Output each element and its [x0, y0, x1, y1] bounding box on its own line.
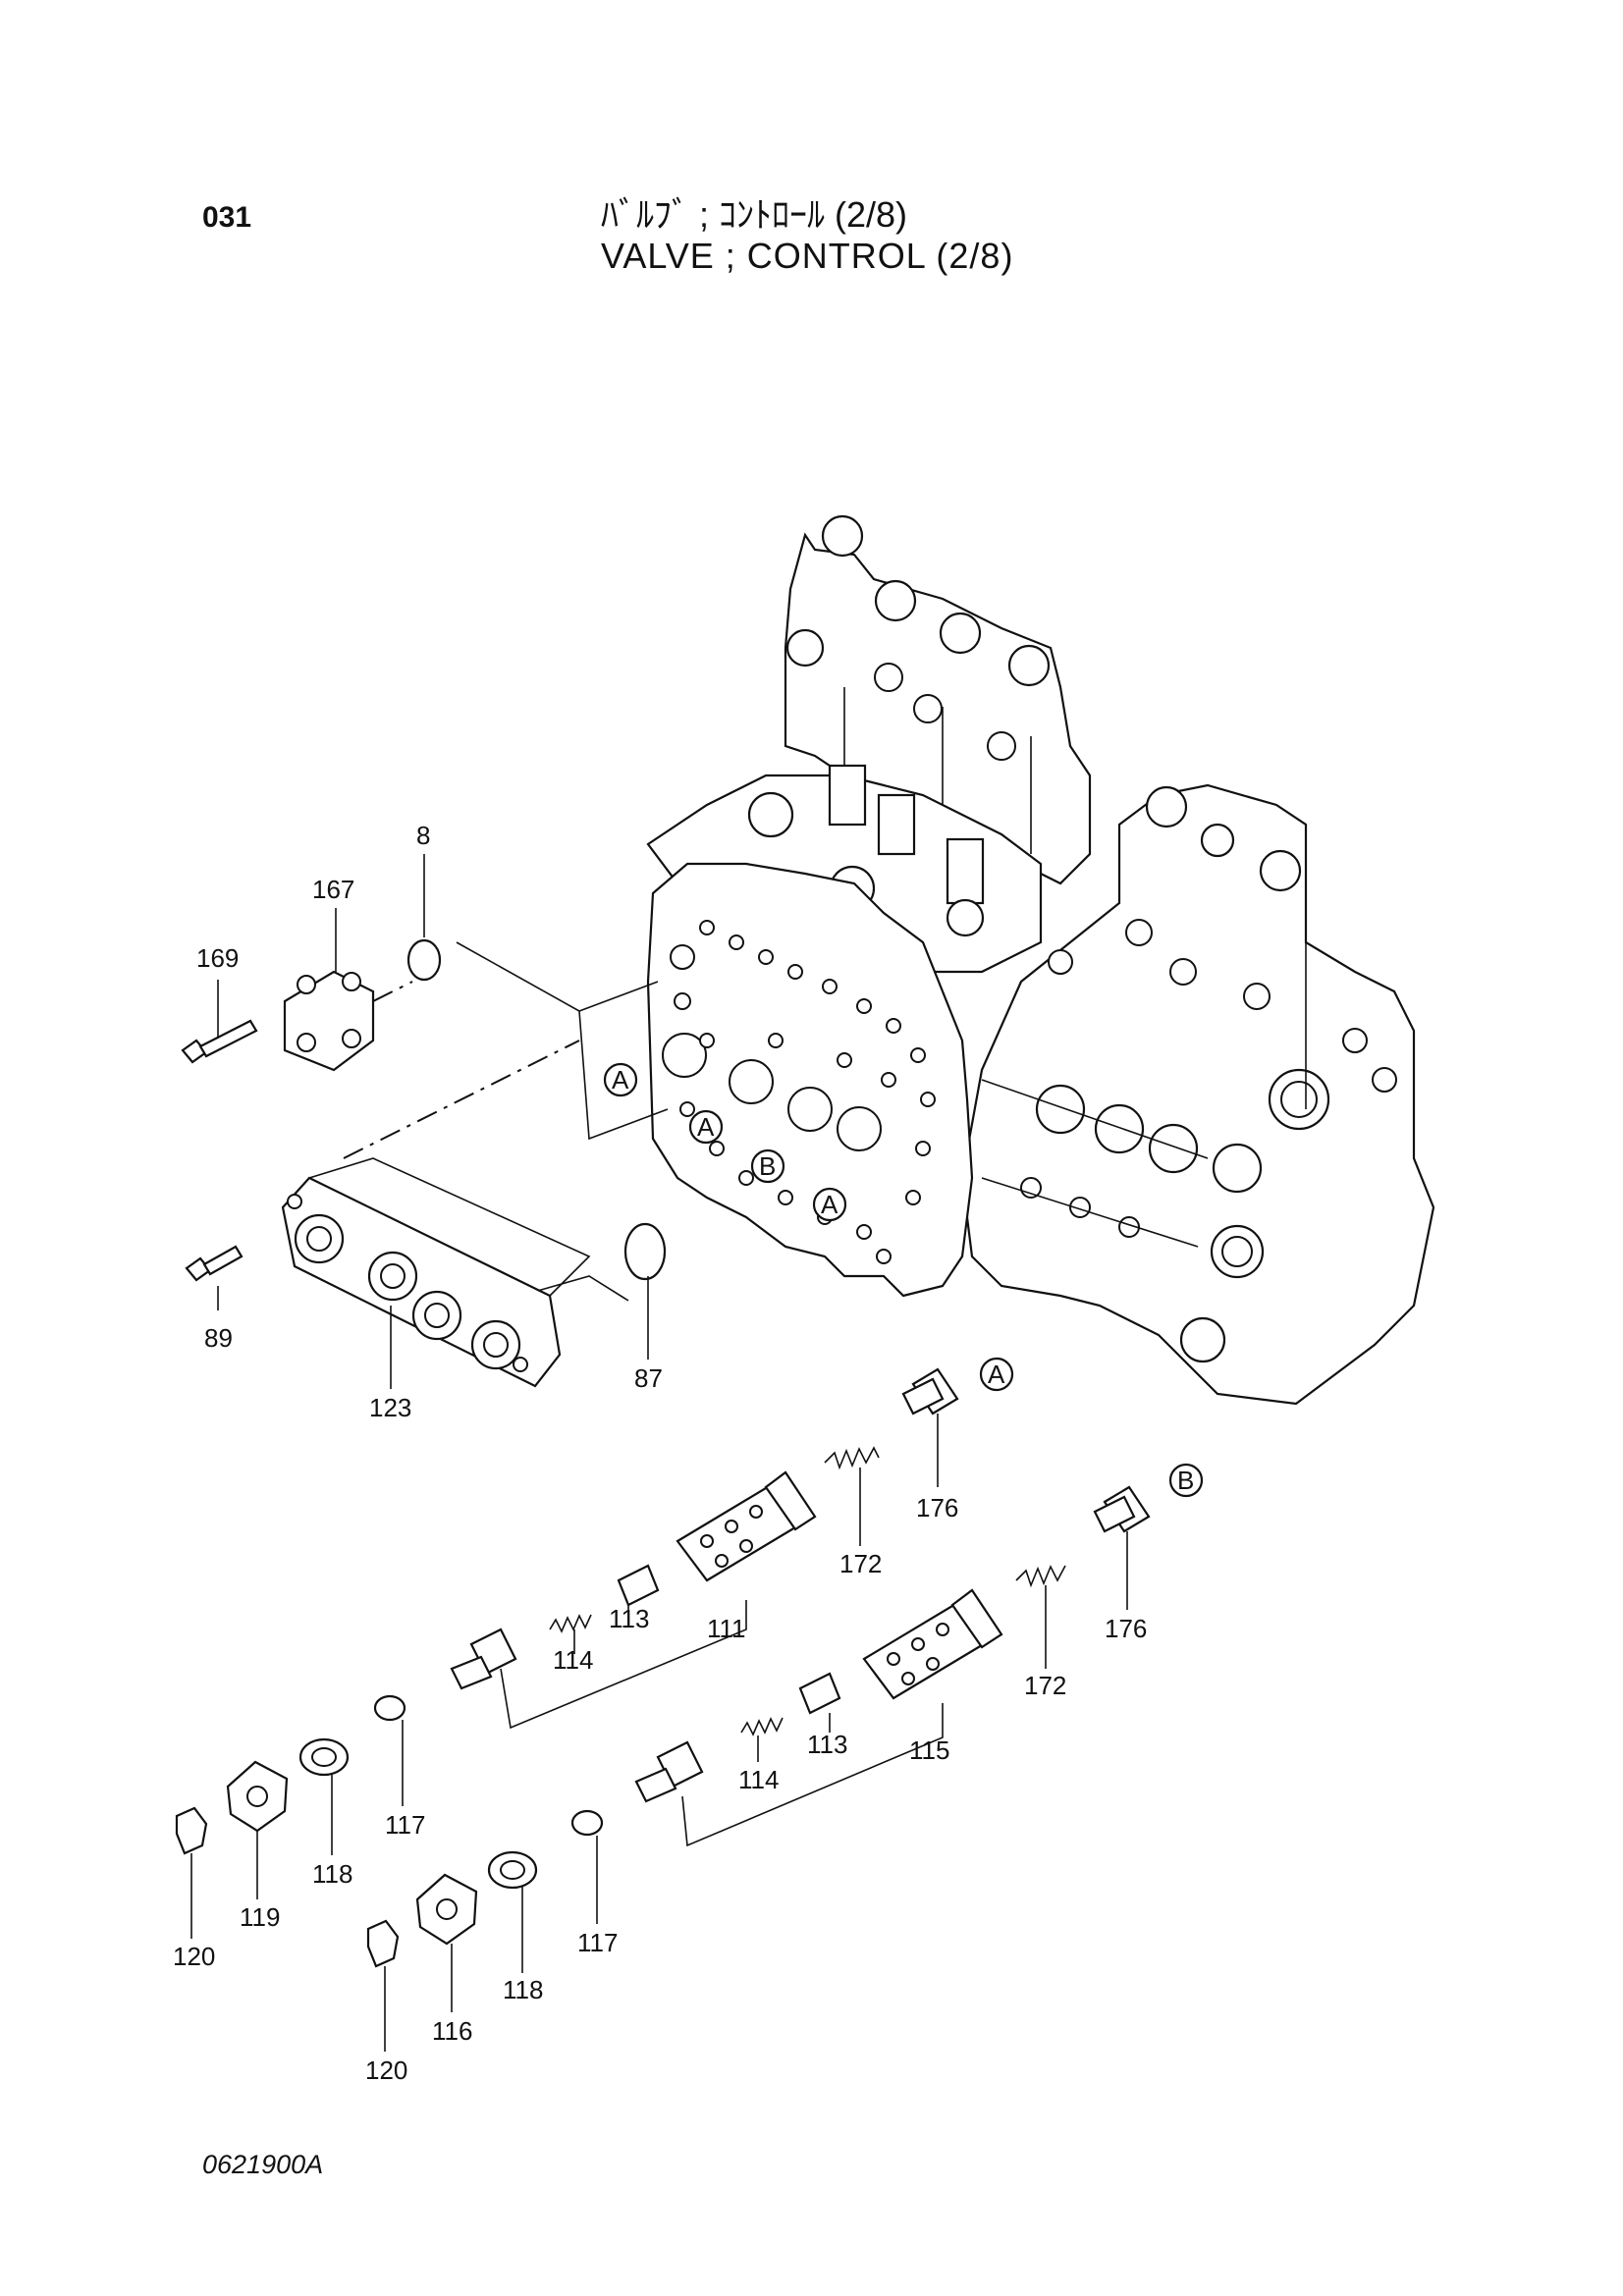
upper-spool-assembly: [175, 1367, 959, 1855]
ref-letter: A: [612, 1065, 629, 1095]
ref-letter: A: [988, 1360, 1005, 1389]
callout-120-upper: 120: [173, 1942, 215, 1971]
bolt-89: [185, 1245, 243, 1282]
callout-114-upper: 114: [553, 1645, 593, 1675]
callout-113-lower: 113: [807, 1730, 847, 1759]
ref-a-circle-3: A: [812, 1187, 847, 1222]
block-123: [281, 1157, 591, 1388]
callout-118-upper: 118: [312, 1859, 352, 1889]
callout-119: 119: [240, 1902, 280, 1932]
assembly-lines: [323, 941, 944, 1847]
ref-letter: A: [821, 1190, 839, 1219]
ref-letter: B: [759, 1151, 776, 1181]
ref-a-circle-2: A: [688, 1109, 724, 1145]
callout-118-lower: 118: [503, 1975, 543, 2004]
ref-letter: B: [1177, 1466, 1194, 1495]
callout-176-lower: 176: [1105, 1614, 1147, 1643]
callout-115: 115: [909, 1735, 949, 1765]
callout-leaders: [190, 854, 1128, 2052]
o-ring-8: [406, 938, 442, 982]
callout-8: 8: [416, 821, 430, 850]
ref-a-circle-4: A: [979, 1357, 1014, 1392]
lower-spool-assembly: [366, 1485, 1151, 1968]
callout-116: 116: [432, 2016, 472, 2046]
title-japanese: ﾊﾞﾙﾌﾞ ; ｺﾝﾄﾛｰﾙ (2/8): [601, 194, 908, 235]
callout-111: 111: [707, 1614, 746, 1643]
ref-a-circle-1: A: [603, 1062, 638, 1097]
callout-117-upper: 117: [385, 1810, 425, 1840]
callout-117-lower: 117: [577, 1928, 618, 1957]
o-ring-87: [623, 1222, 667, 1281]
callout-167: 167: [312, 875, 354, 904]
callout-172-lower: 172: [1024, 1671, 1066, 1700]
callout-113-upper: 113: [609, 1604, 649, 1633]
control-valve-body: [646, 514, 1435, 1406]
callout-123: 123: [369, 1393, 411, 1422]
callout-89: 89: [204, 1323, 233, 1353]
callout-87: 87: [634, 1363, 663, 1393]
cover-167: [283, 970, 375, 1072]
ref-b-circle-1: B: [750, 1148, 785, 1184]
callout-120-lower: 120: [365, 2056, 407, 2085]
ref-letter: A: [697, 1112, 715, 1142]
callout-114-lower: 114: [738, 1765, 779, 1794]
page-number: 031: [202, 201, 252, 234]
title-english: VALVE ; CONTROL (2/8): [601, 236, 1014, 276]
callout-169: 169: [196, 943, 239, 973]
ref-b-circle-2: B: [1168, 1463, 1204, 1498]
bolt-169: [181, 1019, 258, 1064]
callout-172-upper: 172: [839, 1549, 882, 1578]
callout-176-upper: 176: [916, 1493, 958, 1522]
drawing-code: 0621900A: [202, 2150, 324, 2179]
